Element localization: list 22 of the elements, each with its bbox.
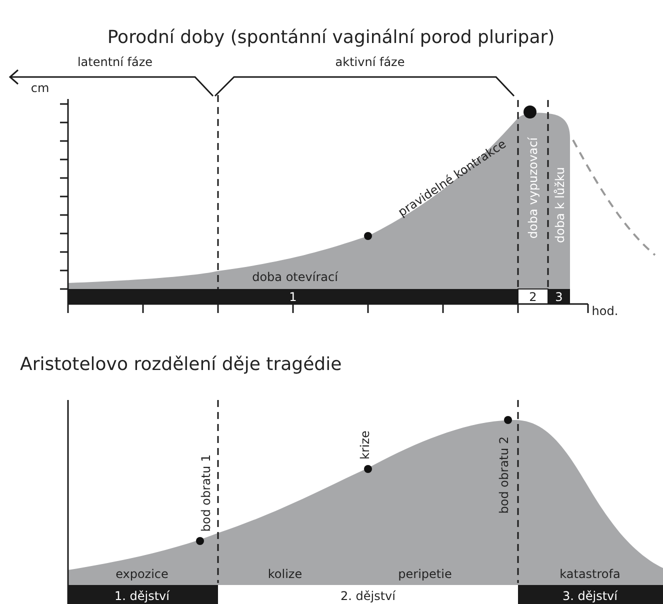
chart-title: Aristotelovo rozdělení děje tragédie [20, 355, 342, 375]
stage-label: doba k lůžku [554, 167, 566, 243]
point-label: bod obratu 2 [498, 436, 510, 514]
act-label: 1. dějství [114, 590, 170, 602]
point-label: krize [359, 430, 371, 460]
bar-number: 2 [529, 291, 537, 303]
point-label: bod obratu 1 [200, 454, 212, 532]
section-label: katastrofa [560, 568, 620, 580]
bar-number: 1 [289, 291, 297, 303]
phase-label: latentní fáze [77, 56, 153, 68]
stage-label: doba otevírací [252, 271, 338, 283]
axis-unit: cm [30, 82, 50, 94]
section-label: peripetie [398, 568, 452, 580]
phase-label: aktivní fáze [335, 56, 405, 68]
axis-unit: hod. [592, 305, 618, 317]
act-label: 2. dějství [340, 590, 396, 602]
section-label: kolize [268, 568, 302, 580]
act-label: 3. dějství [562, 590, 618, 602]
bar-number: 3 [555, 291, 563, 303]
chart-title: Porodní doby (spontánní vaginální porod pluripar) [107, 28, 555, 48]
stage-label: doba vypuzovací [527, 137, 539, 239]
section-label: expozice [116, 568, 168, 580]
